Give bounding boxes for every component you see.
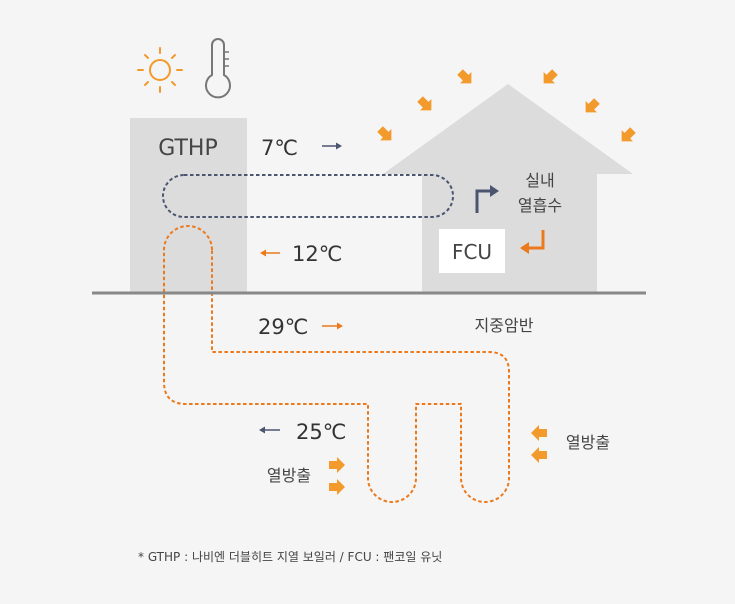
flow-arrow-icon (475, 185, 545, 254)
fcu-label: FCU (452, 240, 492, 264)
temp-25: 25℃ (296, 420, 346, 444)
heat-arrow-icon (329, 425, 547, 495)
indoor-absorb-line2: 열흡수 (518, 196, 562, 215)
heat-release-left: 열방출 (267, 466, 311, 485)
temp-29: 29℃ (258, 315, 308, 339)
temp-7: 7℃ (261, 136, 298, 160)
fcu-box (439, 229, 505, 273)
house (383, 84, 633, 293)
gthp-label: GTHP (158, 136, 218, 161)
indoor-loop (162, 174, 454, 218)
temp-12: 12℃ (292, 242, 342, 266)
indoor-absorb-line1: 실내 (525, 171, 554, 190)
footnote: * GTHP : 나비엔 더블히트 지열 보일러 / FCU : 팬코일 유닛 (138, 550, 443, 564)
heat-release-right: 열방출 (566, 433, 610, 452)
ground-loop (163, 225, 510, 503)
flow-arrow-icon (259, 142, 343, 434)
thermometer-icon (205, 38, 231, 99)
sun-icon (137, 47, 183, 93)
gthp-building (130, 118, 247, 293)
ground-label: 지중암반 (475, 316, 534, 335)
